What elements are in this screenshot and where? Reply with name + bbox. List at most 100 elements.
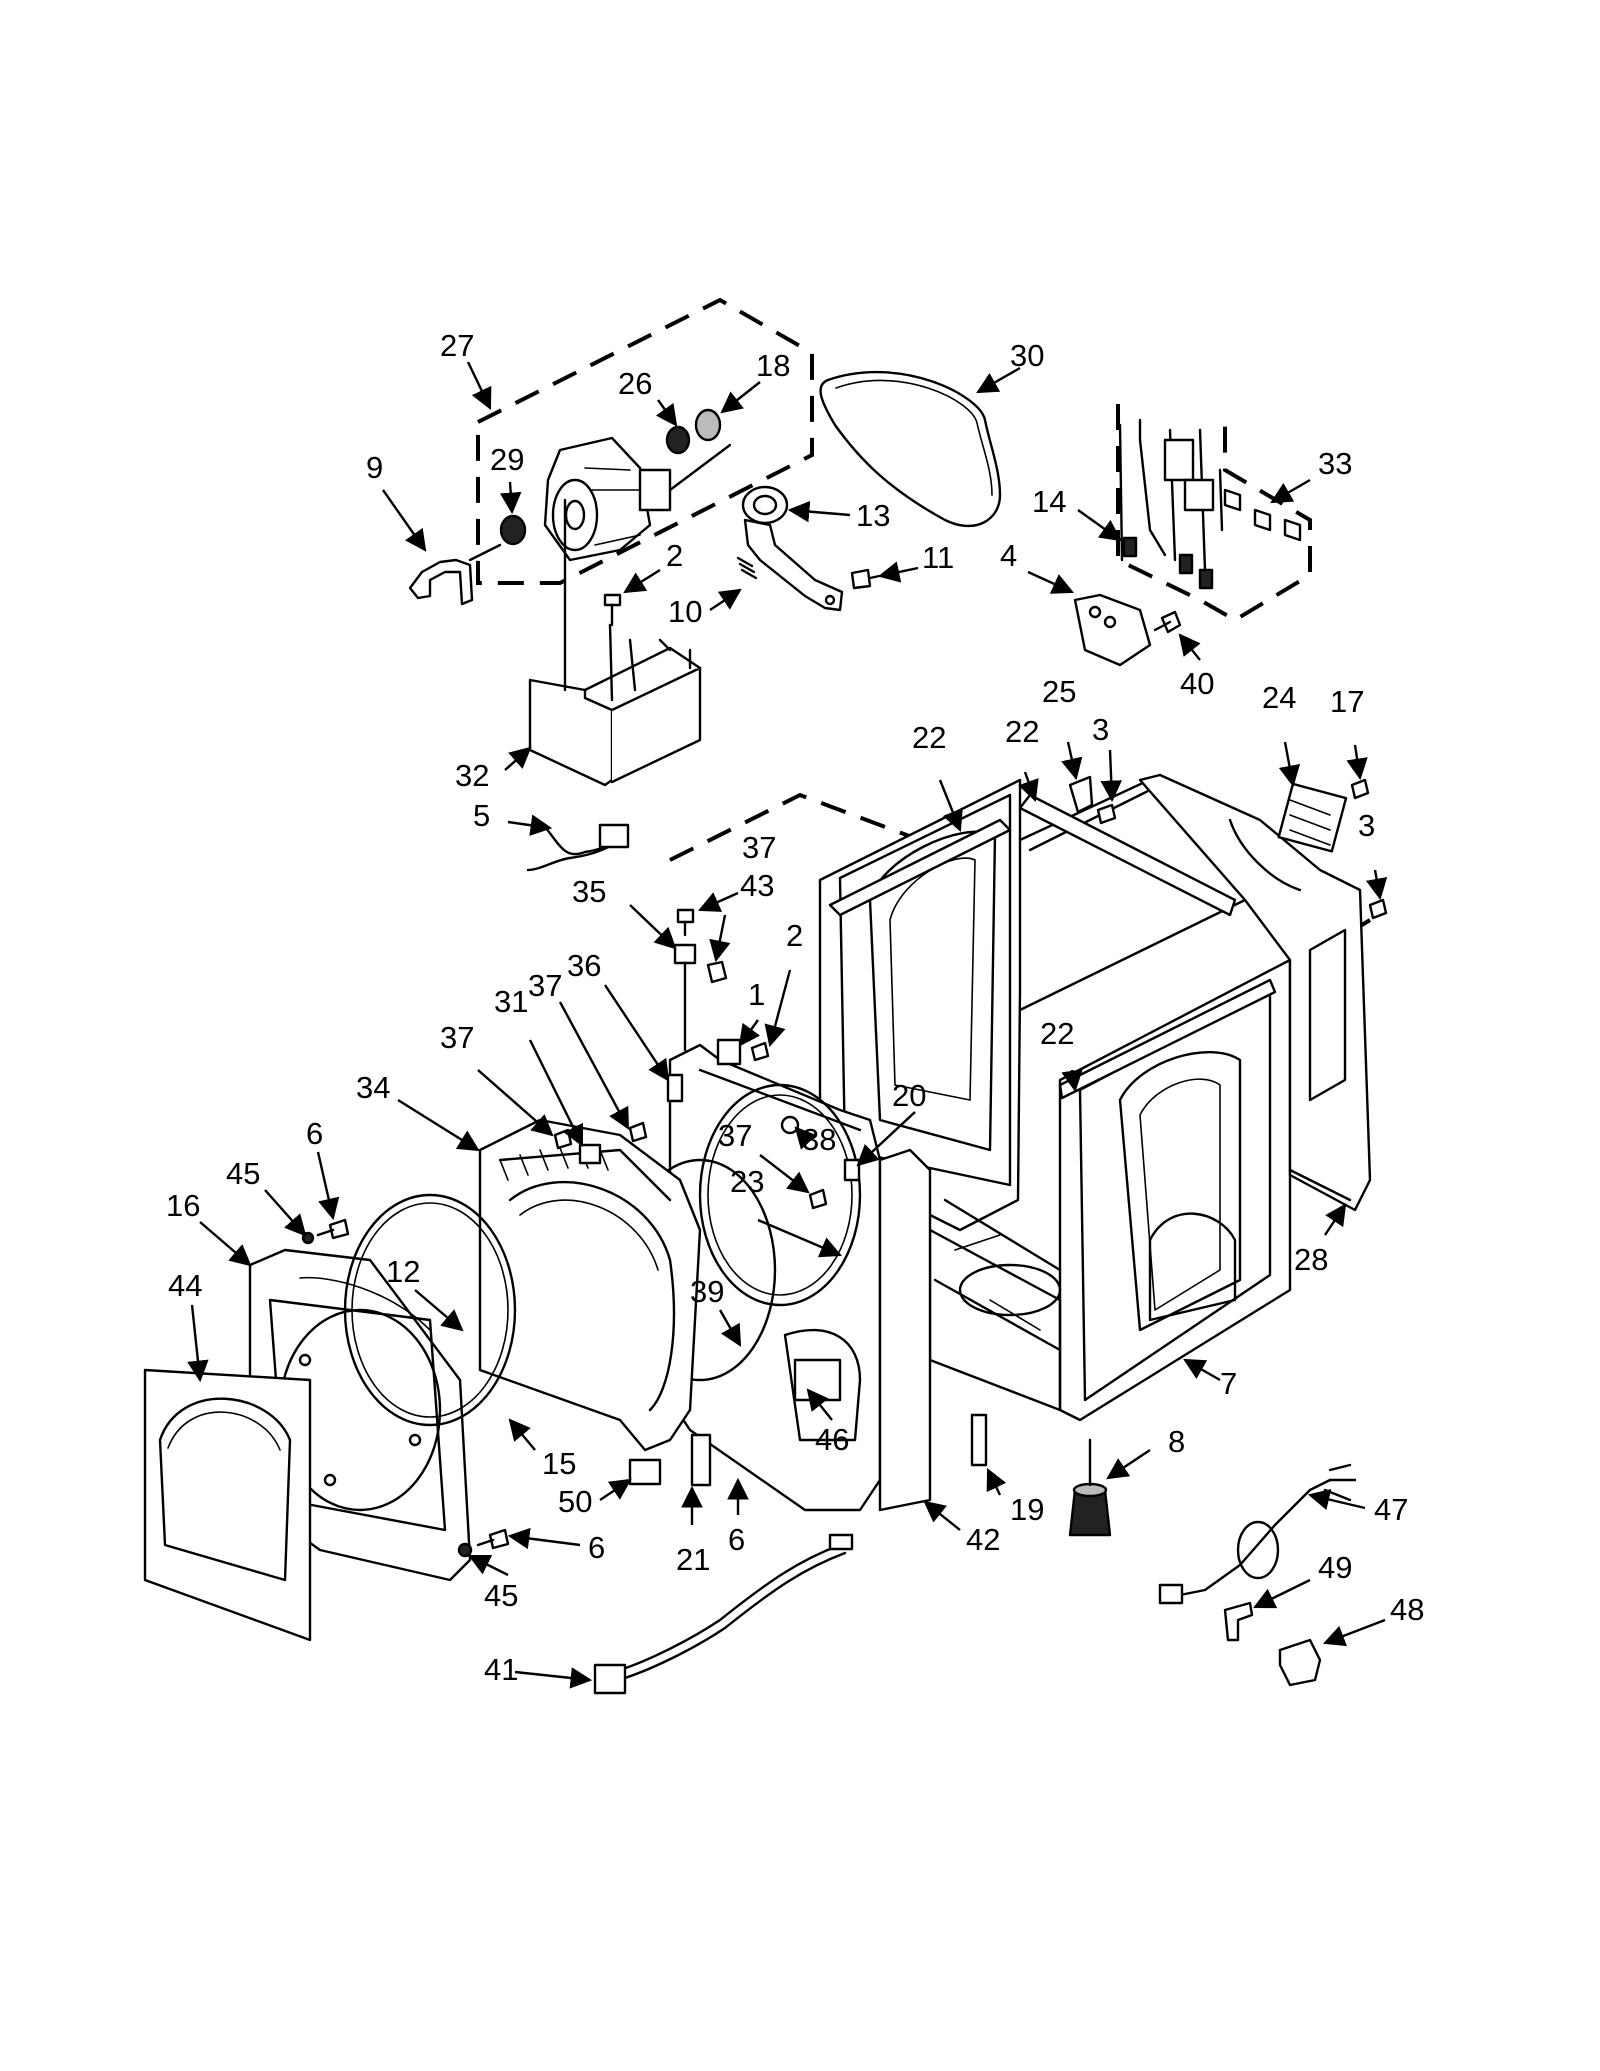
leader-37-top [698,891,739,912]
callout-36: 36 [567,948,601,983]
callout-28: 28 [1294,1242,1328,1277]
callout-3-top: 3 [1092,712,1109,747]
leader-18 [720,381,761,414]
motor-assembly-dashed-outline [476,297,814,585]
leader-6-top [316,1151,340,1221]
leader-1 [738,1019,761,1047]
leader-27 [466,361,492,410]
leader-24 [1278,741,1301,788]
callout-25: 25 [1042,674,1076,709]
screw-3-top [1096,803,1117,825]
screw-11 [850,568,886,590]
leader-22-c [1061,1069,1083,1093]
leader-22-a [938,779,963,833]
callout-37-mid: 37 [528,968,562,1003]
leader-12 [414,1289,464,1332]
callout-19: 19 [1010,1492,1044,1527]
felt-pad-50 [628,1458,662,1486]
callout-6-lower: 6 [588,1530,605,1565]
washer-45-lower [457,1542,473,1558]
callout-37-top: 37 [742,830,776,865]
screw-17 [1350,778,1370,800]
leader-45-lower [468,1554,509,1577]
door-seal-12 [343,1193,517,1427]
callout-37-left: 37 [440,1020,474,1055]
drive-belt-inner-edge [835,379,993,496]
callout-5: 5 [473,798,490,833]
callout-20: 20 [892,1078,926,1113]
leader-26 [655,399,678,427]
callout-17: 17 [1330,684,1364,719]
leader-16 [199,1221,252,1267]
leader-46 [806,1388,833,1421]
leader-32 [504,746,532,771]
callout-31: 31 [494,984,528,1019]
leader-41 [514,1667,593,1689]
leader-28 [1324,1203,1347,1236]
bracket-25 [1068,775,1094,814]
callout-23: 23 [730,1164,764,1199]
callout-22-b: 22 [1005,714,1039,749]
leader-29 [499,481,522,515]
door-window-44 [143,1368,312,1642]
leader-13 [787,500,851,523]
rear-panel [1138,773,1372,1212]
callout-15: 15 [542,1446,576,1481]
callout-6-top: 6 [306,1116,323,1151]
motor-clamp [408,558,474,606]
callout-26: 26 [618,366,652,401]
leader-17 [1346,744,1368,781]
idler-spring [736,556,758,580]
callout-42: 42 [966,1522,1000,1557]
callout-1: 1 [748,977,765,1012]
leader-37-lower [759,1154,810,1194]
leader-19 [986,1468,1007,1496]
leader-38 [794,1126,818,1150]
leader-10 [709,588,742,611]
screw-37-lower [808,1188,828,1210]
callout-35: 35 [572,874,606,909]
drive-motor [543,436,732,562]
callout-7: 7 [1220,1366,1237,1401]
screw-40 [1153,610,1182,634]
leader-48 [1322,1618,1386,1647]
callout-48: 48 [1390,1592,1424,1627]
drive-belt [819,370,1002,528]
leader-4 [1027,570,1074,594]
leader-44 [187,1304,209,1383]
leader-7 [1183,1358,1221,1382]
latch-35 [673,943,697,1052]
screw-37-top [676,908,695,937]
leader-2-top [623,568,661,594]
callout-37-lower: 37 [718,1118,752,1153]
callout-16: 16 [166,1188,200,1223]
door-seal-12-inner [351,1202,509,1418]
callout-11: 11 [922,540,954,575]
callout-32: 32 [455,758,489,793]
screw-37-mid [628,1121,648,1143]
callout-22-c: 22 [1040,1016,1074,1051]
leader-39 [718,1309,742,1347]
leader-20 [856,1111,916,1167]
motor-shaft-line [468,543,502,562]
leader-22-b [1018,771,1039,803]
fan-18 [694,408,722,442]
wire-harness-41 [593,1533,854,1695]
leader-37-left [477,1069,554,1137]
leader-42 [923,1500,961,1531]
leader-15 [508,1418,536,1451]
bracket-21 [690,1433,712,1487]
plug-38 [780,1115,800,1135]
leader-30 [976,366,1021,394]
leader-37-mid [558,1001,630,1130]
wire-harness-5 [526,823,630,872]
leader-3-top [1100,749,1123,803]
callout-10: 10 [668,594,702,629]
callout-44: 44 [168,1268,202,1303]
callout-21: 21 [676,1542,710,1577]
callout-30: 30 [1010,338,1044,373]
valve-bracket-4 [1073,593,1152,667]
strain-relief-48 [1278,1638,1322,1687]
hinge-19 [970,1413,988,1467]
